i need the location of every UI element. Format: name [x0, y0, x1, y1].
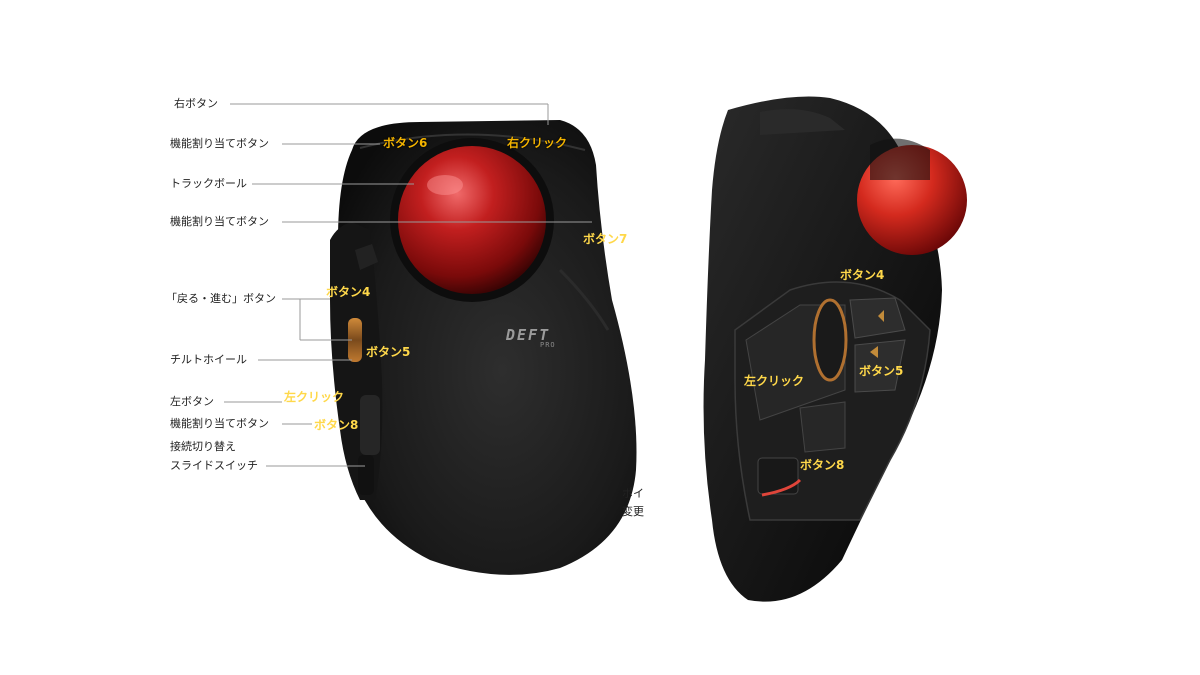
trackball-graphic — [398, 146, 546, 294]
callout-connection-switch-line1: 接続切り替え — [170, 440, 236, 453]
callout-assign-button-top: 機能割り当てボタン — [170, 137, 269, 150]
label-button6: ボタン6 — [383, 136, 428, 150]
callout-right-button: 右ボタン — [174, 97, 218, 110]
label-button5: ボタン5 — [366, 345, 411, 359]
mouse-side-view — [703, 96, 967, 602]
leader-lines — [224, 103, 592, 467]
callout-left-button: 左ボタン — [170, 395, 214, 408]
tilt-wheel-graphic — [348, 318, 362, 362]
side-label-button8: ボタン8 — [800, 458, 845, 472]
label-button7: ボタン7 — [583, 232, 628, 246]
callout-connection-switch-line2: スライドスイッチ — [170, 459, 258, 472]
callout-tilt-wheel: チルトホイール — [170, 353, 247, 366]
mouse-top-view — [330, 120, 637, 575]
callout-assign-button-low: 機能割り当てボタン — [170, 417, 269, 430]
callout-back-forward-button: 「戻る・進む」ボタン — [166, 292, 276, 305]
label-left-click: 左クリック — [284, 390, 345, 404]
truncated-text-line2: 変更 — [622, 505, 644, 518]
callout-trackball: トラックボール — [170, 177, 247, 190]
deft-logo: DEFT — [506, 326, 551, 344]
label-right-click: 右クリック — [507, 136, 568, 150]
pro-logo: PRO — [540, 341, 556, 349]
callout-assign-button-mid: 機能割り当てボタン — [170, 215, 269, 228]
tilt-wheel-side-graphic — [812, 298, 848, 382]
label-button8: ボタン8 — [314, 418, 359, 432]
side-label-left-click: 左クリック — [744, 374, 805, 388]
label-button4: ボタン4 — [326, 285, 371, 299]
side-label-button5: ボタン5 — [859, 364, 904, 378]
side-label-button4: ボタン4 — [840, 268, 885, 282]
truncated-text-line1: ポイ — [622, 487, 644, 500]
